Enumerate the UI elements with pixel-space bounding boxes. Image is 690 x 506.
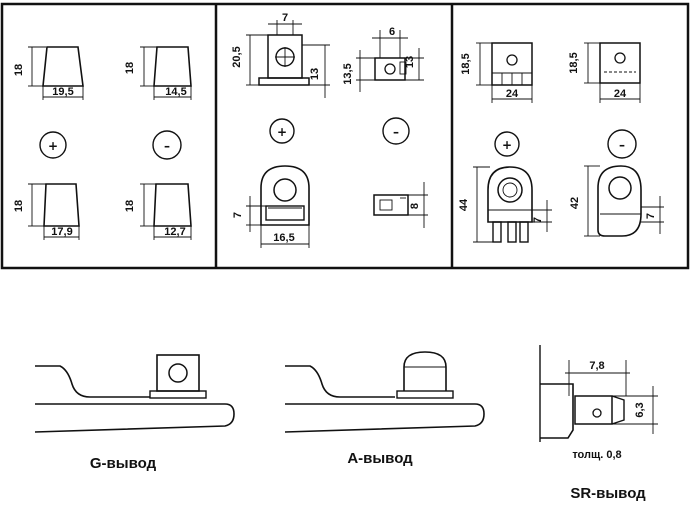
a-minus-side: 13 — [404, 56, 416, 68]
plus-circle-2 — [269, 118, 295, 144]
a-minus-top-width: 6 — [389, 26, 395, 38]
a-terminal-plus-side: 7 16,5 — [232, 165, 310, 248]
terminal-1: 18 19,5 — [13, 46, 84, 100]
plus-sign-1: + — [48, 139, 58, 153]
sr-width-left: 24 — [506, 88, 519, 100]
minus-sign-3: – — [619, 138, 625, 152]
a-bottom-height: 7 — [232, 212, 244, 218]
sr-terminal-view: 7,8 6,3 толщ. 0,8 SR-вывод — [539, 345, 658, 502]
sr-view-width: 7,8 — [589, 360, 604, 372]
sr-height-left: 18,5 — [460, 53, 472, 74]
plus-sign-3: + — [502, 138, 512, 152]
panel-frames — [0, 2, 690, 270]
sr-bottom-small-left: 7 — [532, 217, 544, 223]
a-plus-height: 20,5 — [231, 46, 243, 67]
minus-sign-1: – — [164, 139, 170, 153]
a-plus-top-width: 7 — [282, 12, 288, 24]
sr-terminal-plus-side: 44 7 — [458, 166, 552, 243]
panel-3: 18,5 24 18,5 24 + – — [458, 42, 664, 243]
sr-bottom-small-right: 7 — [645, 213, 657, 219]
height-label-4: 18 — [124, 200, 136, 212]
a-terminal-view: A-вывод — [284, 351, 485, 467]
minus-circle-3 — [607, 129, 637, 159]
terminal-2: 18 14,5 — [124, 46, 192, 100]
a-terminal-caption: A-вывод — [347, 450, 413, 467]
a-minus-height: 13,5 — [342, 63, 354, 84]
panel-2: 7 20,5 13 6 13,5 — [231, 12, 428, 248]
height-label-3: 18 — [13, 200, 25, 212]
a-bottom-right-height: 8 — [409, 203, 421, 209]
sr-bottom-left-height: 44 — [458, 198, 470, 211]
width-label-3: 17,9 — [51, 226, 72, 238]
minus-circle-2 — [382, 117, 410, 145]
width-label-2: 14,5 — [165, 86, 186, 98]
a-bottom-width: 16,5 — [273, 232, 294, 244]
sr-terminal-minus-side: 42 7 — [569, 165, 664, 237]
sr-view-height: 6,3 — [634, 402, 646, 417]
sr-terminal-minus: 18,5 24 — [568, 42, 641, 103]
sr-height-right: 18,5 — [568, 52, 580, 73]
height-label-2: 18 — [124, 62, 136, 74]
sr-bottom-right-height: 42 — [569, 197, 581, 209]
minus-circle-1 — [152, 130, 182, 160]
g-terminal-view: G-вывод — [34, 354, 235, 472]
plus-circle-1 — [39, 131, 67, 159]
minus-sign-2: – — [393, 125, 399, 139]
sr-width-right: 24 — [614, 88, 627, 100]
plus-sign-2: + — [277, 125, 287, 139]
a-terminal-plus: 7 20,5 13 — [231, 12, 330, 98]
terminal-3: 18 17,9 — [13, 183, 80, 240]
width-label-1: 19,5 — [52, 86, 73, 98]
sr-thickness-note: толщ. 0,8 — [572, 449, 621, 461]
sr-terminal-caption: SR-вывод — [570, 485, 646, 502]
g-terminal-caption: G-вывод — [90, 455, 157, 472]
sr-terminal-plus: 18,5 24 — [460, 42, 533, 103]
a-plus-side: 13 — [309, 68, 321, 80]
panel-1: 18 19,5 18 14,5 + – 18 — [13, 46, 192, 240]
plus-circle-3 — [494, 131, 520, 157]
terminal-4: 18 12,7 — [124, 183, 192, 240]
a-terminal-minus: 6 13,5 13 — [342, 26, 424, 92]
height-label-1: 18 — [13, 64, 25, 76]
a-terminal-minus-side: 8 — [373, 182, 428, 228]
width-label-4: 12,7 — [164, 226, 185, 238]
